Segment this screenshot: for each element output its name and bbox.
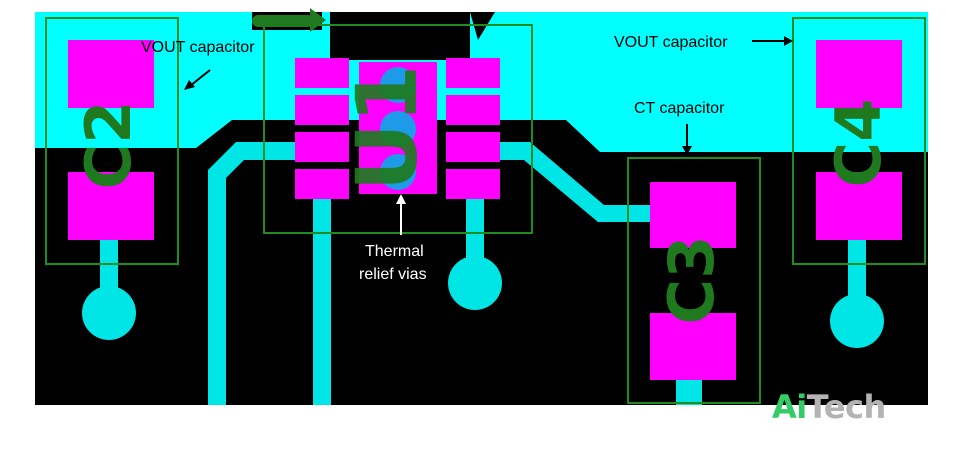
u1-pad-l1	[295, 58, 349, 88]
trace-u1-right-down	[466, 180, 484, 280]
c4-pad-bottom	[816, 172, 902, 240]
trace-u1-left-down	[313, 180, 331, 405]
label-vout-capacitor-right: VOUT capacitor	[614, 34, 728, 51]
u1-courtyard	[263, 24, 533, 234]
thermal-via-3	[380, 154, 416, 190]
silk-arrow-mark	[310, 8, 326, 32]
arrow-vout-left-head	[184, 80, 195, 90]
c3-pad-bottom	[650, 313, 736, 380]
arrow-vout-right-head	[784, 36, 793, 46]
label-vout-capacitor-left: VOUT capacitor	[141, 39, 255, 56]
traces	[100, 142, 866, 405]
u1-pad-r1	[446, 58, 500, 88]
label-relief-vias: relief vias	[359, 266, 427, 283]
logo-ai: Ai	[772, 388, 807, 426]
via-c2	[82, 286, 136, 340]
thermal-via-2	[380, 111, 416, 147]
u1-pad-l4	[295, 169, 349, 199]
annotation-arrows	[184, 36, 793, 155]
u1-pad-l2	[295, 95, 349, 125]
c2-courtyard	[45, 17, 179, 265]
logo-tech: Tech	[806, 388, 887, 426]
pads	[68, 40, 902, 380]
u1-pad-r4	[446, 169, 500, 199]
thermal-arrow	[396, 194, 406, 235]
c4-courtyard	[792, 17, 926, 265]
c3-pad-top	[650, 182, 736, 248]
u1-pad-r3	[446, 132, 500, 162]
u1-designator: U1	[338, 65, 436, 192]
arrow-vout-left-line	[189, 69, 211, 87]
c4-designator: C4	[822, 99, 895, 188]
c3-courtyard	[627, 157, 761, 404]
label-ct-capacitor: CT capacitor	[634, 100, 725, 117]
c4-pad-top	[816, 40, 902, 108]
c3-designator: C3	[655, 236, 728, 325]
trace-ct	[500, 142, 650, 222]
label-thermal: Thermal	[365, 243, 424, 260]
pour-cutout-top	[330, 12, 470, 60]
u1-pad-r2	[446, 95, 500, 125]
c2-pad-top	[68, 40, 154, 108]
via-u1-right	[448, 256, 502, 310]
thermal-via-1	[380, 67, 416, 103]
trace-c3-down	[676, 380, 702, 405]
u1-pad-l3	[295, 132, 349, 162]
c2-designator: C2	[72, 101, 145, 190]
via-c4	[830, 294, 884, 348]
courtyards	[45, 17, 926, 404]
silk-top-mark	[252, 15, 314, 27]
arrow-ct-head	[682, 146, 692, 155]
arrow-thermal-head	[396, 194, 406, 204]
c2-pad-bottom	[68, 172, 154, 240]
aitech-logo: AiTech	[772, 388, 886, 426]
trace-left-bend	[208, 142, 300, 405]
